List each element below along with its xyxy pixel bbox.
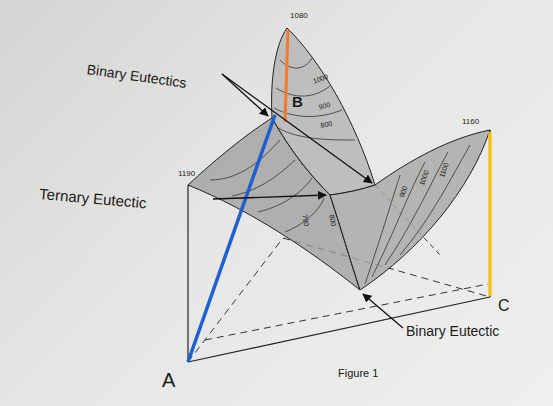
callout-text: Binary Eutectics — [86, 62, 187, 90]
orange-highlight — [285, 30, 288, 122]
isotherm-lines — [210, 58, 470, 284]
callout-text: Ternary Eutectic — [39, 186, 147, 210]
yellow-highlight — [488, 132, 492, 296]
leader-arrow — [222, 74, 372, 183]
liquidus-surface — [330, 130, 490, 290]
vertex-label: B — [292, 94, 303, 109]
figure-caption: Figure 1 — [338, 368, 378, 379]
leader-arrow — [222, 74, 268, 116]
leader-arrow — [363, 294, 403, 328]
vertex-label: A — [162, 370, 175, 390]
base-edge — [188, 238, 283, 362]
temperature-label: 1160 — [462, 118, 479, 126]
liquidus-surface — [272, 28, 375, 195]
vertex-label: C — [498, 298, 510, 314]
blue-highlight — [188, 115, 275, 362]
temperature-label: 1080 — [290, 12, 308, 20]
vertical-edge — [187, 185, 188, 362]
callout-text: Binary Eutectic — [406, 324, 499, 338]
vertical-edge — [489, 130, 490, 297]
leader-arrow — [213, 195, 326, 199]
temperature-label: 1190 — [178, 170, 195, 178]
